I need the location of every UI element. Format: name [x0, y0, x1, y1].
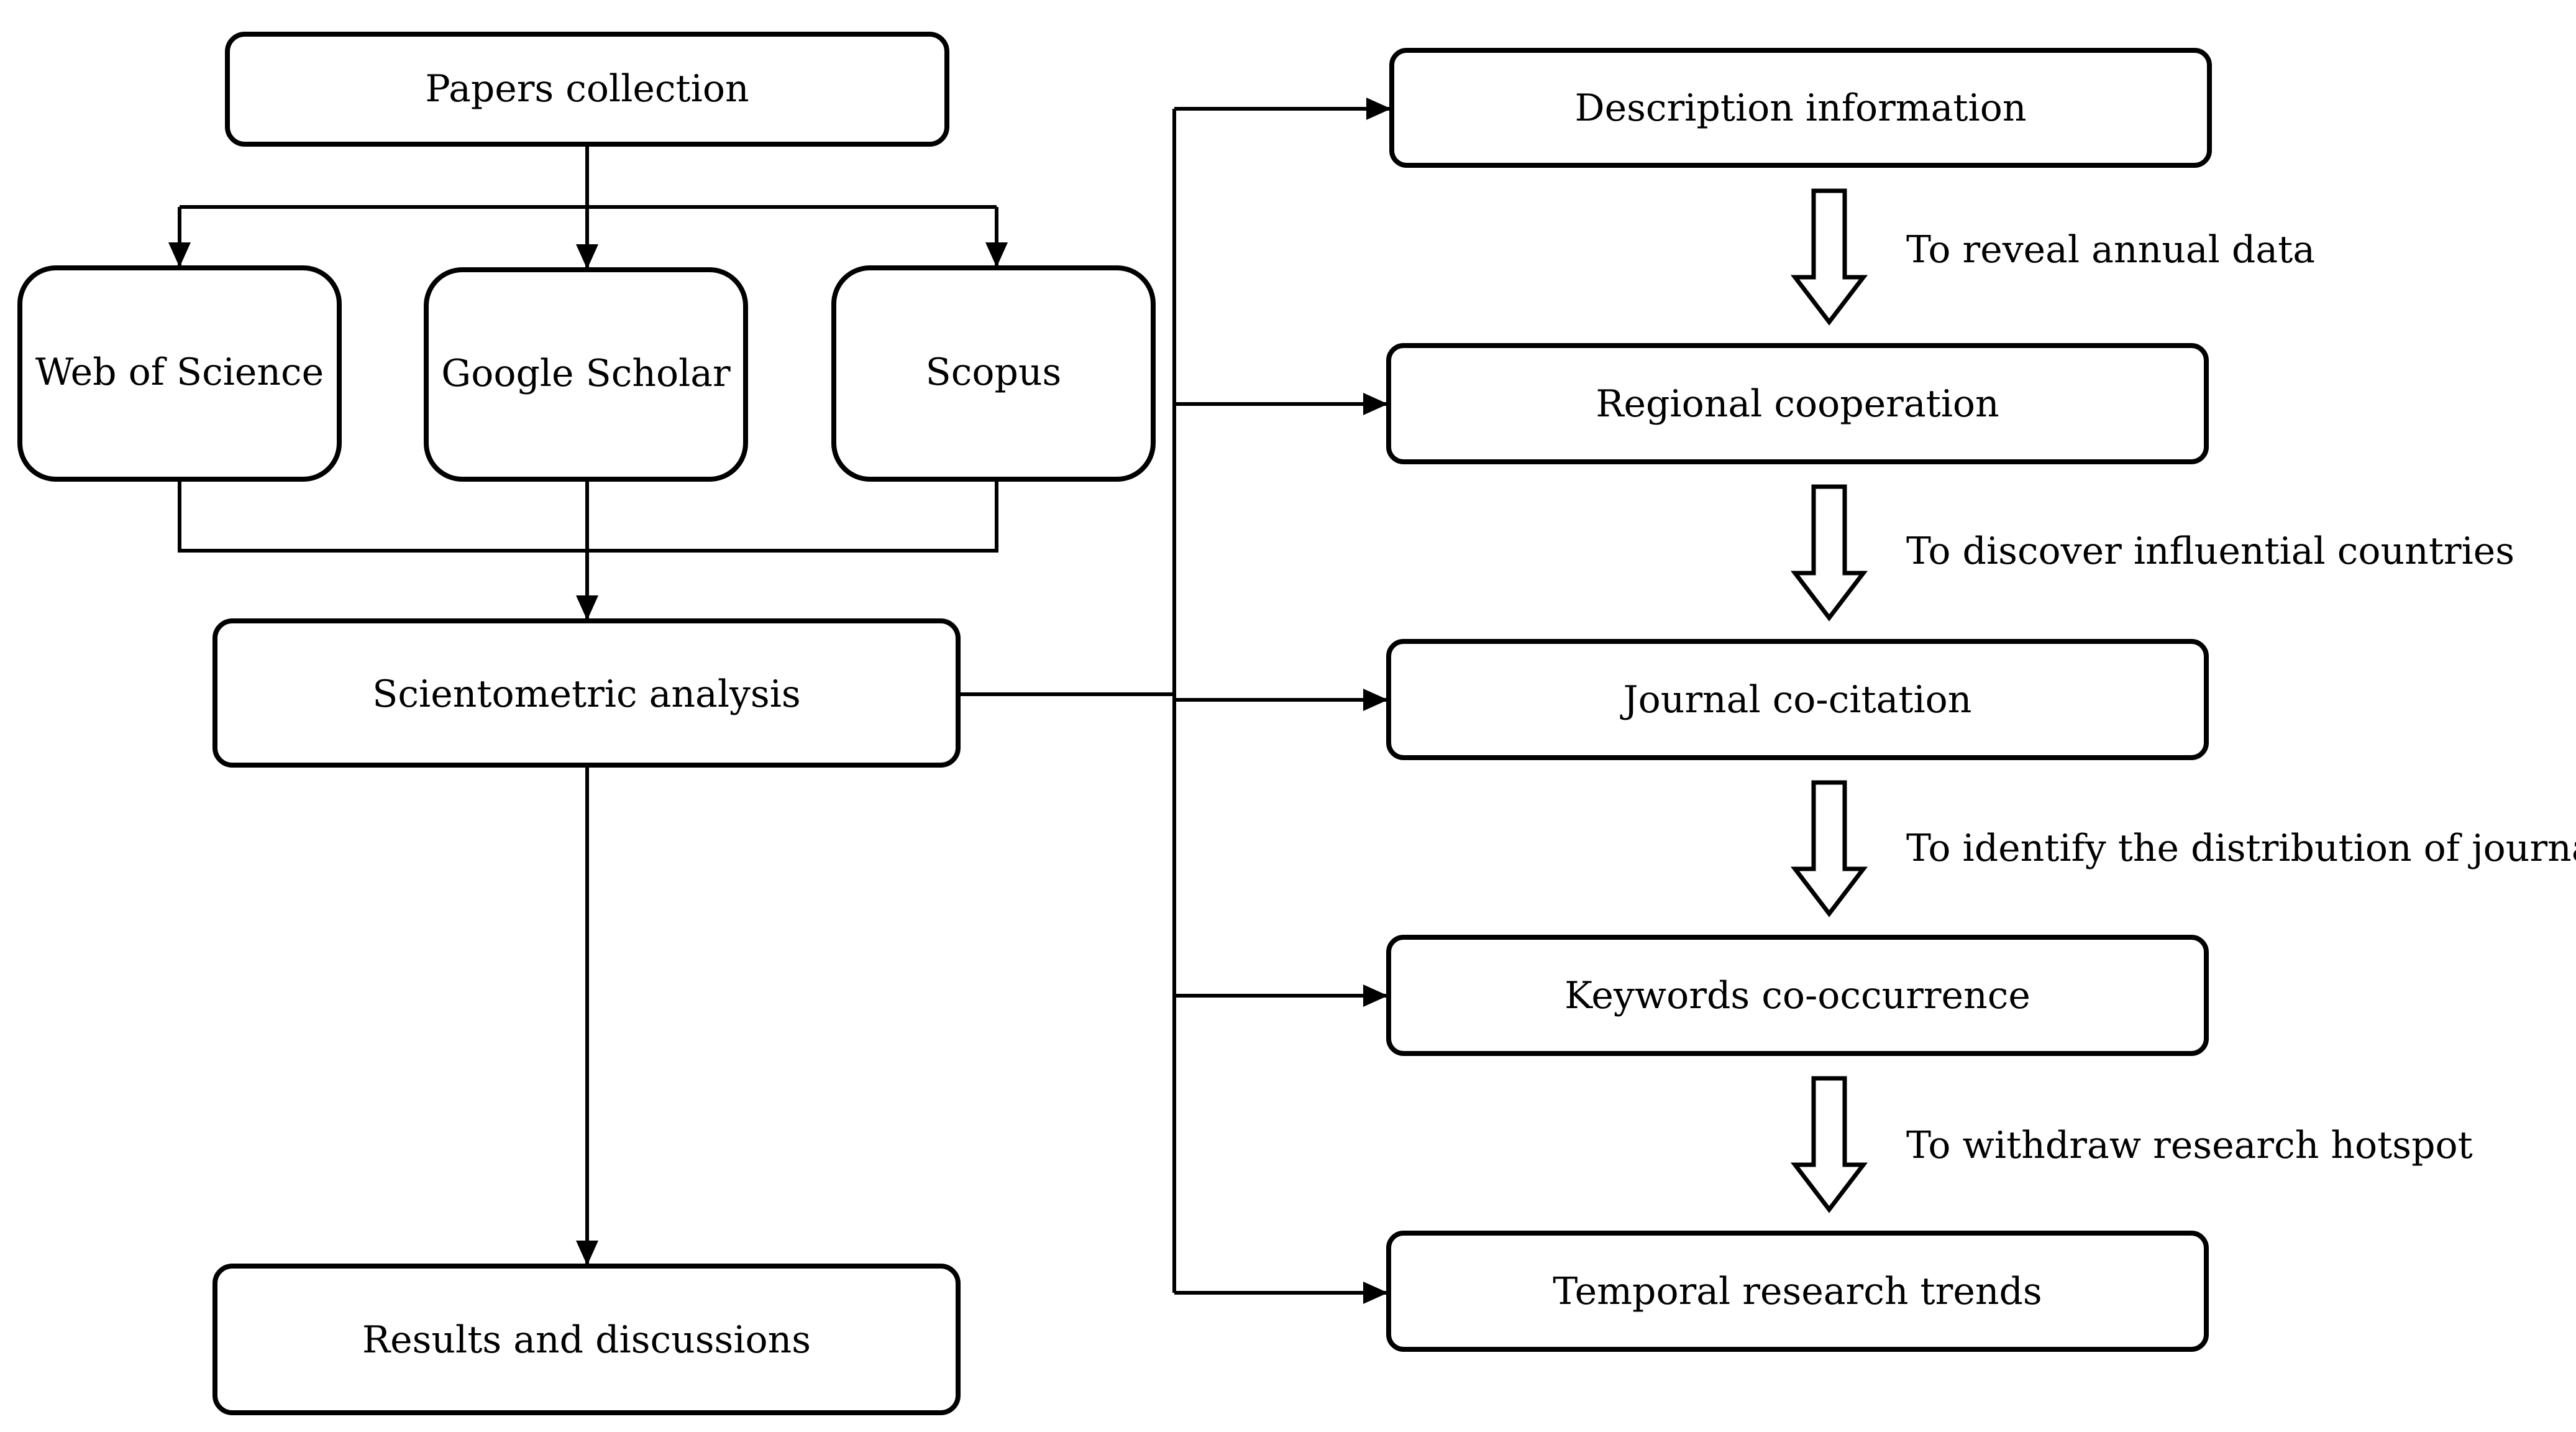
annotation-identify-distribution-journals: To identify the distribution of journals	[1906, 827, 2576, 870]
node-description-information-label: Description information	[1574, 86, 2026, 130]
node-journal-co-citation-label: Journal co-citation	[1620, 678, 1972, 722]
node-results-and-discussions-label: Results and discussions	[362, 1318, 811, 1362]
node-regional-cooperation: Regional cooperation	[1386, 343, 2209, 464]
node-keywords-co-occurrence-label: Keywords co-occurrence	[1564, 974, 2030, 1017]
node-papers-collection-label: Papers collection	[425, 67, 749, 111]
right-connectors	[958, 98, 1391, 1304]
node-temporal-research-trends: Temporal research trends	[1386, 1231, 2209, 1352]
hollow-arrow-3	[1790, 780, 1868, 917]
hollow-arrow-2	[1790, 484, 1868, 622]
hollow-arrows	[1790, 188, 1868, 1213]
node-description-information: Description information	[1389, 48, 2212, 168]
node-scopus-label: Scopus	[926, 351, 1062, 394]
node-google-scholar-label: Google Scholar	[441, 352, 731, 395]
annotation-reveal-annual-data: To reveal annual data	[1906, 228, 2315, 272]
hollow-arrow-1	[1790, 188, 1868, 326]
annotations: To reveal annual data To discover influe…	[1906, 228, 2576, 1167]
node-web-of-science-label: Web of Science	[35, 351, 324, 394]
node-scientometric-analysis: Scientometric analysis	[212, 618, 961, 768]
node-papers-collection: Papers collection	[225, 32, 949, 147]
node-keywords-co-occurrence: Keywords co-occurrence	[1386, 935, 2209, 1056]
node-scientometric-analysis-label: Scientometric analysis	[372, 672, 800, 716]
annotation-discover-influential-countries: To discover influential countries	[1906, 530, 2514, 573]
annotation-withdraw-research-hotspot: To withdraw research hotspot	[1906, 1124, 2473, 1167]
node-regional-cooperation-label: Regional cooperation	[1596, 382, 1999, 426]
node-journal-co-citation: Journal co-citation	[1386, 639, 2209, 760]
node-results-and-discussions: Results and discussions	[212, 1264, 961, 1415]
node-temporal-research-trends-label: Temporal research trends	[1553, 1270, 2042, 1313]
node-scopus: Scopus	[831, 265, 1156, 482]
node-google-scholar: Google Scholar	[424, 267, 748, 482]
node-web-of-science: Web of Science	[17, 265, 342, 482]
left-connectors	[168, 144, 1008, 1265]
hollow-arrow-4	[1790, 1076, 1868, 1213]
